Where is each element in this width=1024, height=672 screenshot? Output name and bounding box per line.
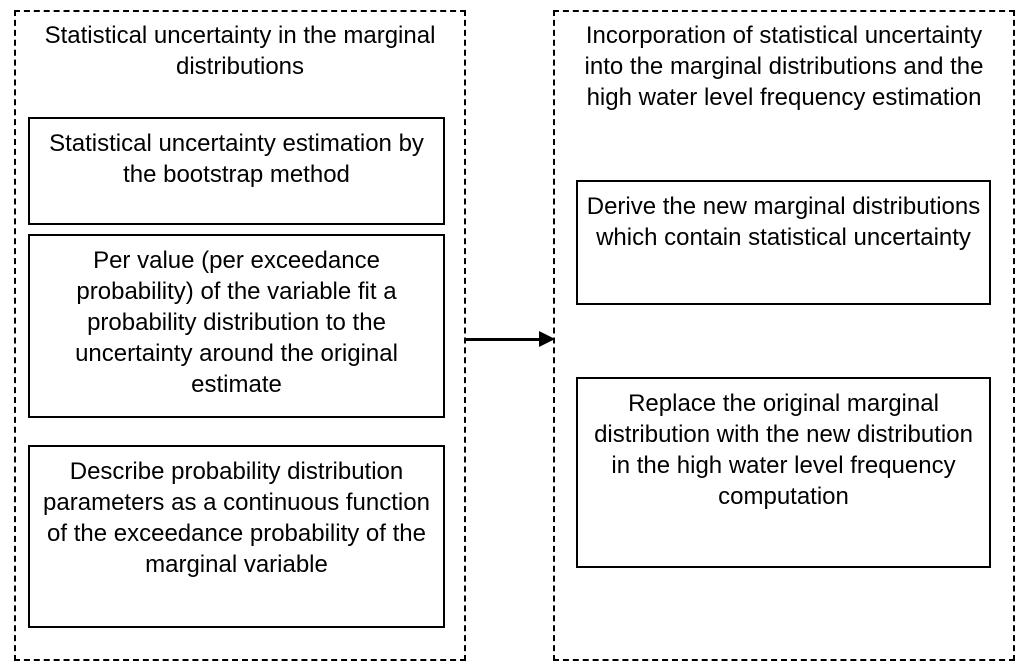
box-text-line: of the exceedance probability of the [47,520,426,547]
box-text-line: marginal variable [145,551,328,578]
box-text-line: Derive the new marginal distributions [586,193,981,220]
box-text-line: the bootstrap method [123,161,350,188]
title-line: Incorporation of statistical uncertainty [585,22,983,49]
box-text-line: distribution with the new distribution [594,421,973,448]
title-line: into the marginal distributions and the [584,53,984,80]
arrow-right-connector [465,330,557,350]
box-text-line: which contain statistical uncertainty [596,224,971,251]
box-text-line: uncertainty around the original [75,340,398,367]
box-text-line: probability) of the variable fit a [76,278,397,305]
box-text-line: in the high water level frequency [611,452,956,479]
title-line: Statistical uncertainty in the marginal [44,22,436,49]
box-text-line: Describe probability distribution [69,458,404,485]
title-line: high water level frequency estimation [586,84,982,111]
box-text-line: estimate [191,371,282,398]
left-panel-title: Statistical uncertainty in the marginal … [16,12,464,82]
bootstrap-method-box: Statistical uncertainty estimation by th… [28,117,445,225]
arrow-line [465,338,542,341]
replace-original-marginal-box: Replace the original marginal distributi… [576,377,991,568]
derive-new-marginals-box: Derive the new marginal distributions wh… [576,180,991,305]
right-panel-title: Incorporation of statistical uncertainty… [555,12,1013,113]
box-text-line: computation [718,483,849,510]
arrow-head-icon [539,331,555,347]
box-text-line: Per value (per exceedance [93,247,380,274]
title-line: distributions [175,53,305,80]
left-panel-statistical-uncertainty: Statistical uncertainty in the marginal … [14,10,466,661]
box-text-line: Replace the original marginal [628,390,939,417]
parameters-continuous-function-box: Describe probability distribution parame… [28,445,445,628]
fit-distribution-box: Per value (per exceedance probability) o… [28,234,445,418]
box-text-line: parameters as a continuous function [43,489,430,516]
box-text-line: probability distribution to the [87,309,386,336]
box-text-line: Statistical uncertainty estimation by [49,130,424,157]
right-panel-incorporation-uncertainty: Incorporation of statistical uncertainty… [553,10,1015,661]
